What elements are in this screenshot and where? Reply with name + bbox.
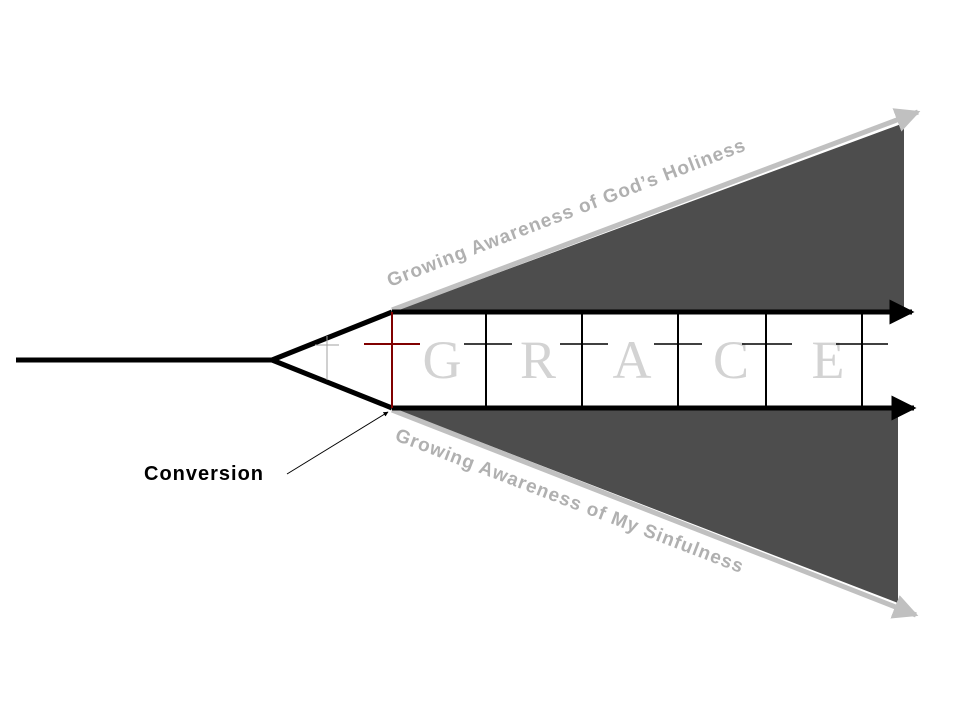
grace-letter-c: C [713, 330, 749, 390]
grace-letter-a: A [613, 330, 652, 390]
holiness-wedge [392, 123, 904, 312]
sinfulness-arrow [391, 407, 919, 619]
sinfulness-wedge [392, 408, 898, 603]
upper-branch-line [271, 309, 393, 363]
ladder-rungs [464, 312, 888, 408]
holiness-arrow [391, 108, 921, 313]
conversion-pointer [286, 411, 389, 475]
grace-letter-g: G [423, 330, 462, 390]
grace-letter-r: R [520, 330, 556, 390]
lower-branch-line [271, 357, 393, 411]
conversion-cross [364, 312, 420, 408]
conversion-label: Conversion [144, 463, 264, 485]
faint-cross [315, 336, 339, 380]
grace-letter-e: E [812, 330, 845, 390]
